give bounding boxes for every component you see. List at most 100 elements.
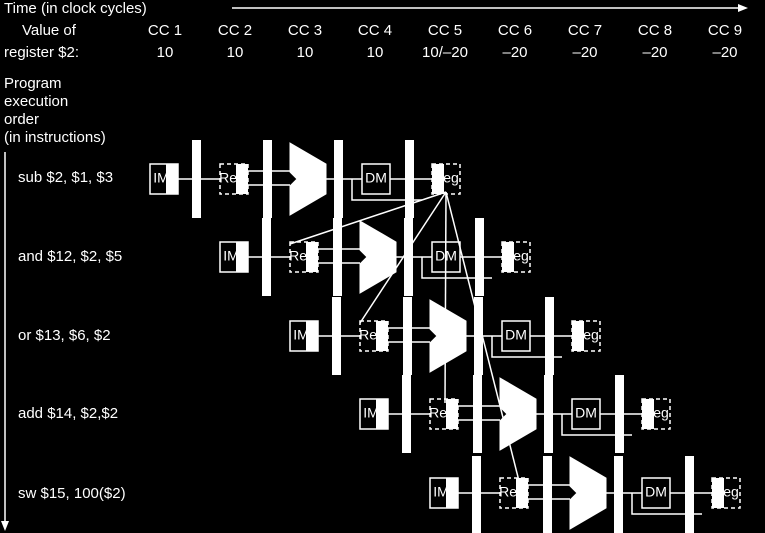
im-box-shade	[236, 242, 248, 272]
cycle-label: CC 9	[707, 22, 743, 39]
reg-read-label: Reg	[429, 405, 455, 421]
pipeline-register-bar	[474, 297, 483, 375]
reg-write-label: Reg	[573, 327, 599, 343]
reg-write-shade	[642, 399, 654, 429]
reg-write-label: Reg	[713, 484, 739, 500]
pipeline-register-bar	[334, 140, 343, 218]
dm-label: DM	[365, 170, 387, 186]
pipeline-register-bar	[404, 218, 413, 296]
alu-icon	[289, 142, 327, 216]
im-box-shade	[446, 478, 458, 508]
register-value: 10	[156, 44, 174, 61]
instruction-label: add $14, $2,$2	[18, 405, 119, 422]
alu-icon	[569, 456, 607, 530]
dm-label: DM	[575, 405, 597, 421]
instruction-label: sw $15, 100($2)	[18, 485, 126, 502]
im-label: IM	[433, 484, 449, 500]
time-axis-label: Time (in clock cycles)	[4, 0, 147, 17]
pipeline-register-bar	[543, 456, 552, 533]
register-value: –20	[502, 44, 528, 61]
reg-write-shade	[572, 321, 584, 351]
reg-write-label: Reg	[643, 405, 669, 421]
register-value-label-line2: register $2:	[4, 44, 80, 61]
pipeline-register-bar	[192, 140, 201, 218]
cycle-label: CC 2	[217, 22, 253, 39]
wire	[631, 493, 685, 515]
alu-icon	[429, 299, 467, 373]
im-box-shade	[306, 321, 318, 351]
wire	[421, 257, 475, 279]
reg-read-shade	[236, 164, 248, 194]
alu-icon	[359, 220, 397, 294]
pipeline-register-bar	[332, 297, 341, 375]
arrowhead-icon	[1, 521, 9, 531]
register-value: 10	[226, 44, 244, 61]
register-value: –20	[712, 44, 738, 61]
dm-label: DM	[505, 327, 527, 343]
order-label-line: execution	[4, 93, 69, 110]
dependency-line	[289, 191, 447, 245]
wire	[351, 179, 405, 201]
reg-read-label: Reg	[359, 327, 385, 343]
im-label: IM	[293, 327, 309, 343]
cycle-label: CC 5	[427, 22, 463, 39]
dependency-line	[359, 191, 447, 324]
cycle-label: CC 6	[497, 22, 533, 39]
pipeline-register-bar	[615, 375, 624, 453]
dm-box	[361, 163, 391, 195]
reg-read-label: Reg	[219, 170, 245, 186]
pipeline-register-bar	[545, 297, 554, 375]
pipeline-register-bar	[472, 456, 481, 533]
alu-icon	[499, 377, 537, 451]
reg-read-label: Reg	[499, 484, 525, 500]
pipeline-register-bar	[333, 218, 342, 296]
reg-write-shade	[432, 164, 444, 194]
dependency-line	[444, 191, 447, 404]
im-label: IM	[223, 248, 239, 264]
register-value: –20	[572, 44, 598, 61]
instruction-label: and $12, $2, $5	[18, 248, 123, 265]
reg-write-label: Reg	[433, 170, 459, 186]
pipeline-register-bar	[263, 140, 272, 218]
im-box-shade	[166, 164, 178, 194]
cycle-label: CC 3	[287, 22, 323, 39]
pipeline-register-bar	[544, 375, 553, 453]
reg-read-label: Reg	[289, 248, 315, 264]
order-label-line: (in instructions)	[4, 129, 106, 146]
wire	[491, 336, 545, 358]
register-value-label-line1: Value of	[22, 22, 76, 39]
pipeline-register-bar	[403, 297, 412, 375]
pipeline-register-bar	[405, 140, 414, 218]
reg-write-shade	[712, 478, 724, 508]
pipeline-register-bar	[262, 218, 271, 296]
im-label: IM	[363, 405, 379, 421]
register-value: 10/–20	[422, 44, 468, 61]
pipeline-register-bar	[473, 375, 482, 453]
instruction-label: or $13, $6, $2	[18, 327, 111, 344]
cycle-label: CC 1	[147, 22, 183, 39]
dm-box	[501, 320, 531, 352]
reg-read-shade	[516, 478, 528, 508]
arrowhead-icon	[738, 4, 748, 12]
pipeline-register-bar	[614, 456, 623, 533]
cycle-label: CC 4	[357, 22, 393, 39]
pipeline-register-bar	[475, 218, 484, 296]
reg-write-shade	[502, 242, 514, 272]
order-label-line: order	[4, 111, 40, 128]
instruction-label: sub $2, $1, $3	[18, 169, 114, 186]
im-box-shade	[376, 399, 388, 429]
pipeline-register-bar	[685, 456, 694, 533]
reg-write-label: Reg	[503, 248, 529, 264]
cycle-label: CC 8	[637, 22, 673, 39]
dm-box	[571, 398, 601, 430]
reg-read-shade	[306, 242, 318, 272]
register-value: –20	[642, 44, 668, 61]
pipeline-register-bar	[402, 375, 411, 453]
im-label: IM	[153, 170, 169, 186]
reg-read-shade	[376, 321, 388, 351]
order-label-line: Program	[4, 75, 62, 92]
register-value: 10	[366, 44, 384, 61]
dependency-line	[445, 191, 521, 486]
